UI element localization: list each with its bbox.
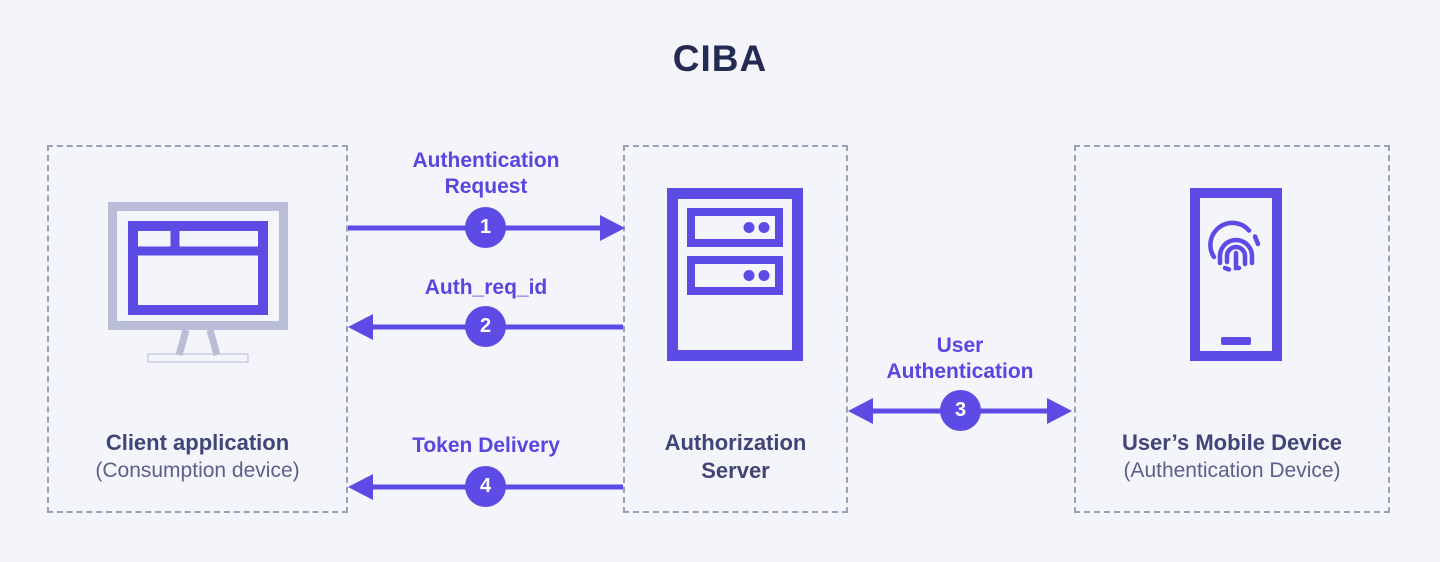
- step-badge-2: 2: [465, 306, 506, 347]
- arrow-label-authentication-request: Authentication Request: [412, 149, 560, 198]
- step-badge-4: 4: [465, 466, 506, 507]
- node-server-text: Authorization Server: [625, 429, 846, 485]
- node-mobile-text: User’s Mobile Device (Authentication Dev…: [1076, 429, 1388, 484]
- step-number-2: 2: [479, 315, 492, 337]
- step-number-4: 4: [479, 475, 492, 497]
- step-badge-3: 3: [940, 390, 981, 431]
- node-mobile-sublabel: (Authentication Device): [1123, 459, 1341, 482]
- node-client-sublabel: (Consumption device): [95, 459, 300, 482]
- node-users-mobile-device: User’s Mobile Device (Authentication Dev…: [1074, 145, 1390, 513]
- node-server-label: Authorization Server: [664, 430, 807, 483]
- step-badge-1: 1: [465, 207, 506, 248]
- fingerprint-glyph: [1208, 220, 1261, 272]
- arrow-label-auth-req-id: Auth_req_id: [424, 276, 548, 299]
- node-client-text: Client application (Consumption device): [49, 429, 346, 484]
- mobile-fingerprint-icon: [1190, 188, 1282, 361]
- node-client-label: Client application: [105, 430, 290, 455]
- node-mobile-label: User’s Mobile Device: [1121, 430, 1343, 455]
- node-client-application: Client application (Consumption device): [47, 145, 348, 513]
- step-number-3: 3: [954, 399, 967, 421]
- arrow-label-user-authentication: User Authentication: [886, 334, 1034, 383]
- server-icon: [667, 188, 803, 361]
- desktop-browser-icon: [108, 202, 288, 364]
- node-authorization-server: Authorization Server: [623, 145, 848, 513]
- step-number-1: 1: [479, 216, 492, 238]
- arrow-label-token-delivery: Token Delivery: [412, 434, 560, 457]
- diagram-title: CIBA: [672, 38, 768, 79]
